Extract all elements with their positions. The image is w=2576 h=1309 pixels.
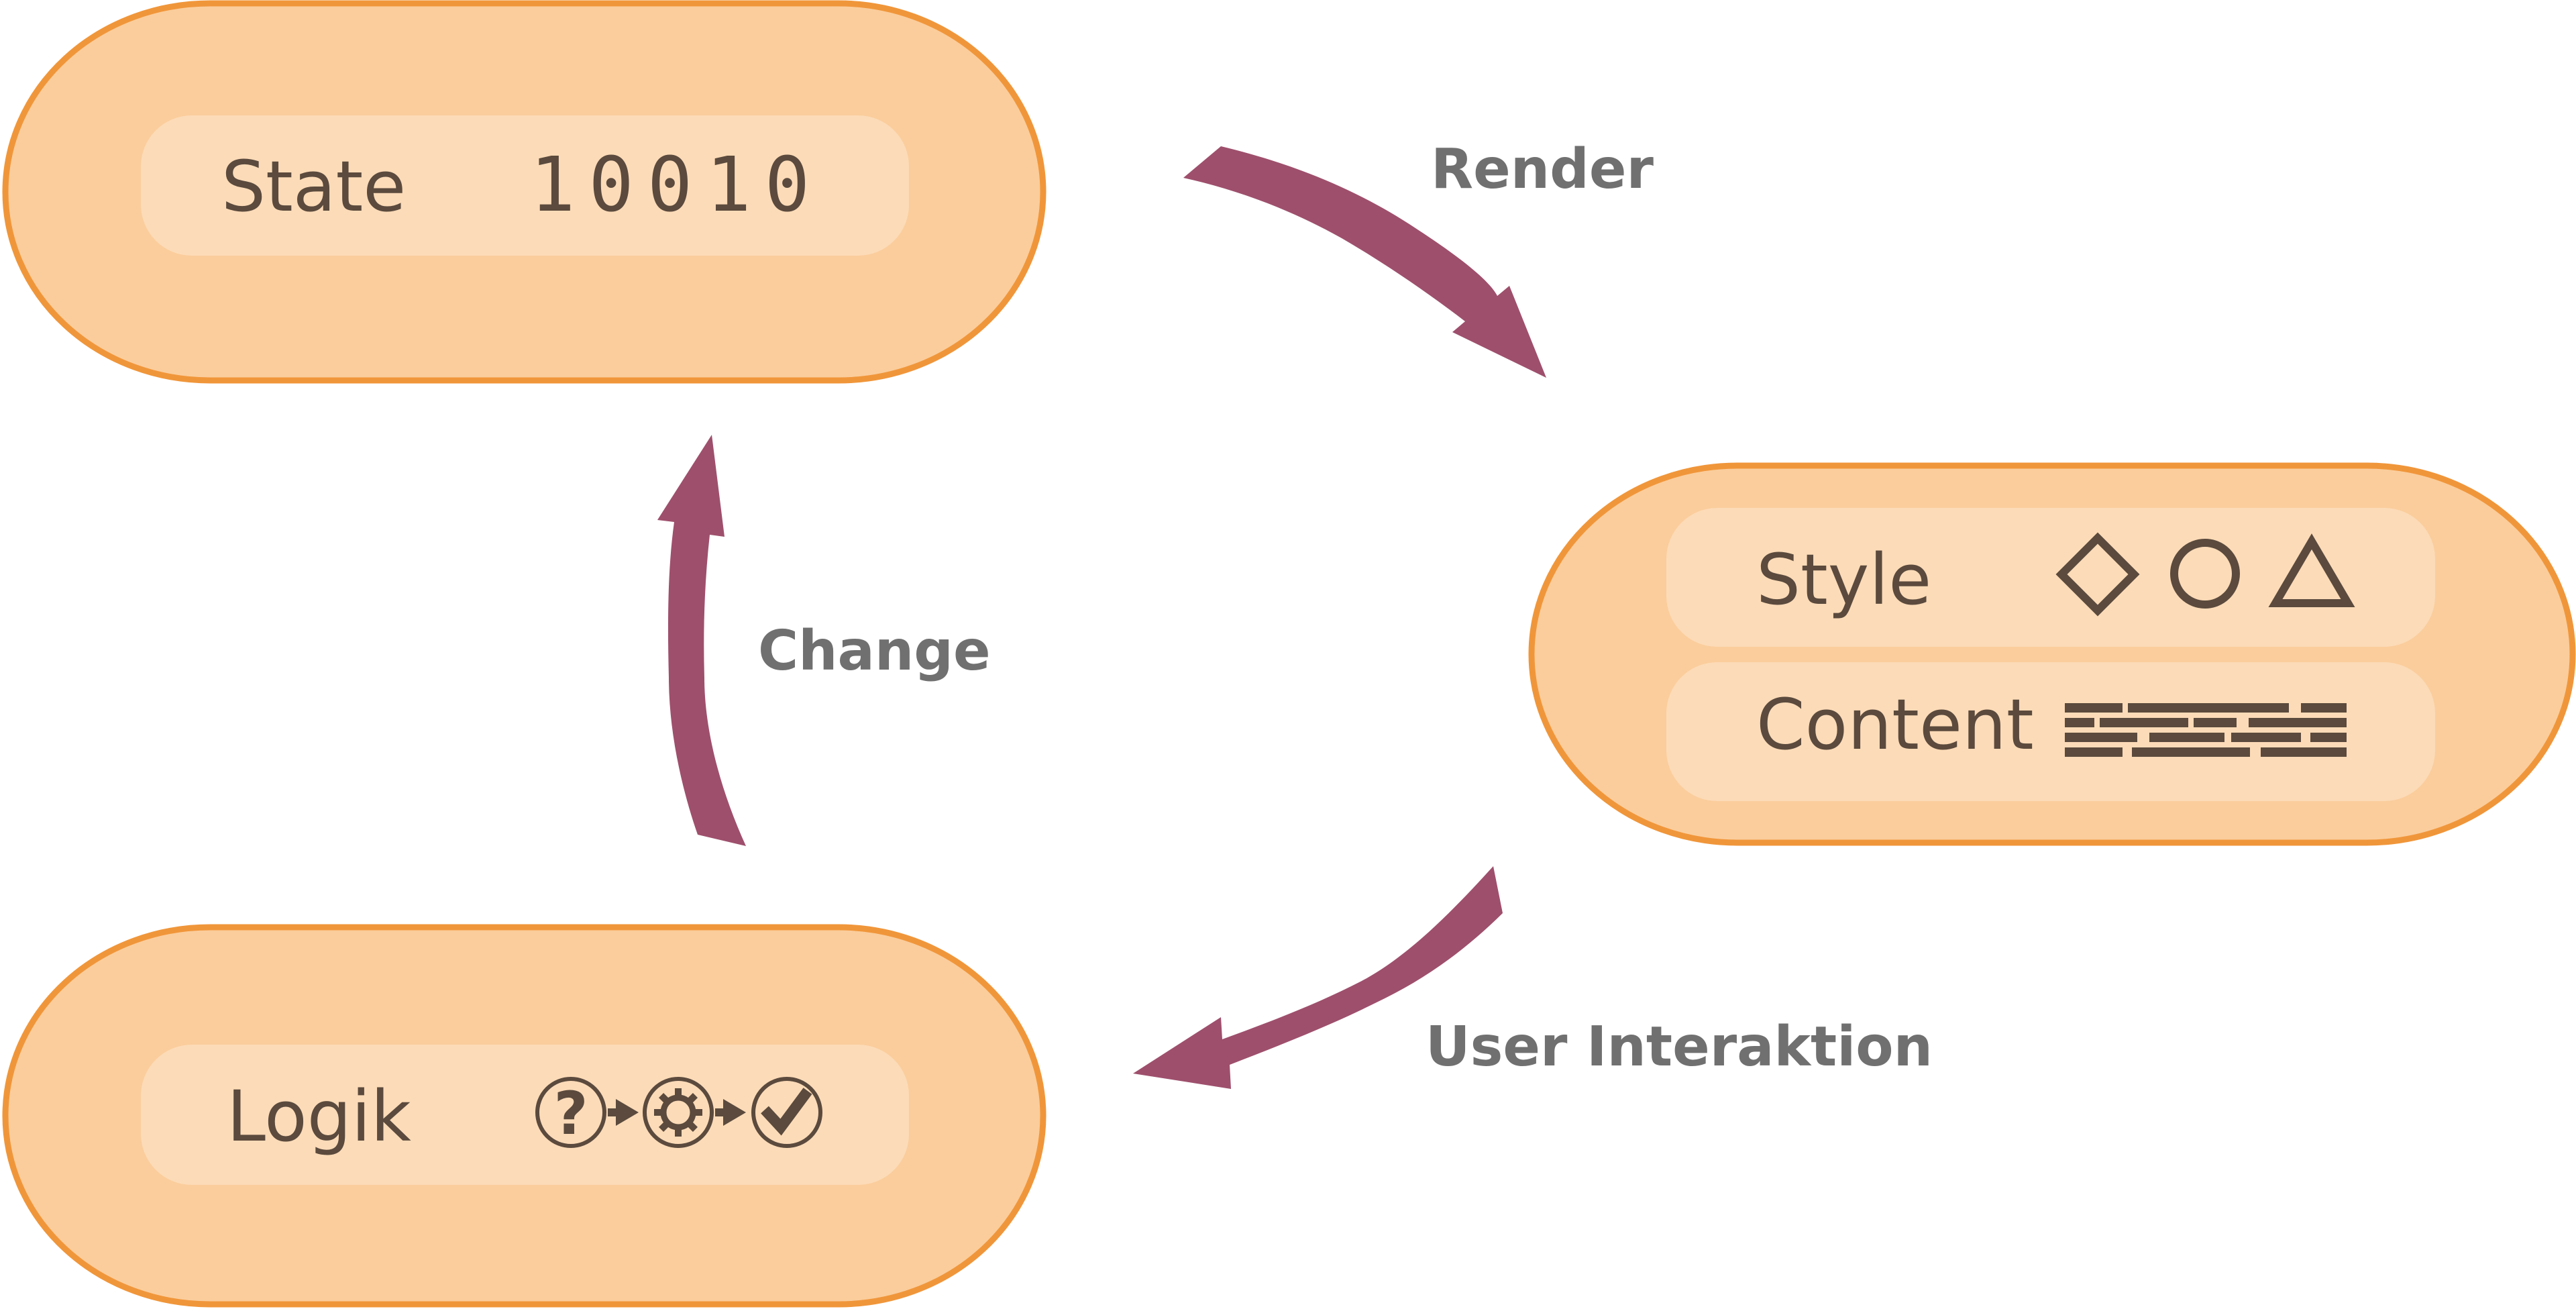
render-label: Render: [1431, 138, 1654, 201]
triangle-icon: [2268, 533, 2355, 607]
circle-icon: [2170, 539, 2240, 609]
render-arrow: [1183, 146, 1546, 378]
checkmark-icon: [751, 1077, 822, 1148]
arrow-right-icon: [715, 1099, 746, 1126]
state-label: State: [221, 146, 406, 227]
logic-label: Logik: [227, 1076, 411, 1157]
state-node: State 10010: [2, 0, 1046, 384]
logic-inner-panel: [141, 1045, 909, 1185]
content-inner-panel: [1666, 662, 2435, 801]
view-node: Style Content: [1528, 462, 2576, 846]
arrow-right-icon: [608, 1099, 639, 1126]
style-inner-panel: [1666, 508, 2435, 647]
state-value: 10010: [530, 142, 823, 229]
gear-icon: [643, 1077, 714, 1148]
question-icon: ?: [535, 1077, 606, 1148]
text-lines-icon: [2065, 703, 2347, 757]
diamond-icon: [2055, 532, 2140, 617]
logic-node: Logik ?: [2, 924, 1046, 1308]
svg-text:?: ?: [553, 1079, 588, 1148]
content-label: Content: [1756, 684, 2034, 766]
user-interaction-label: User Interaktion: [1426, 1015, 1933, 1079]
state-inner-panel: [141, 115, 909, 256]
style-label: Style: [1756, 539, 1931, 621]
change-arrow: [657, 435, 746, 846]
change-label: Change: [758, 619, 991, 683]
user-interaction-arrow: [1133, 866, 1503, 1089]
